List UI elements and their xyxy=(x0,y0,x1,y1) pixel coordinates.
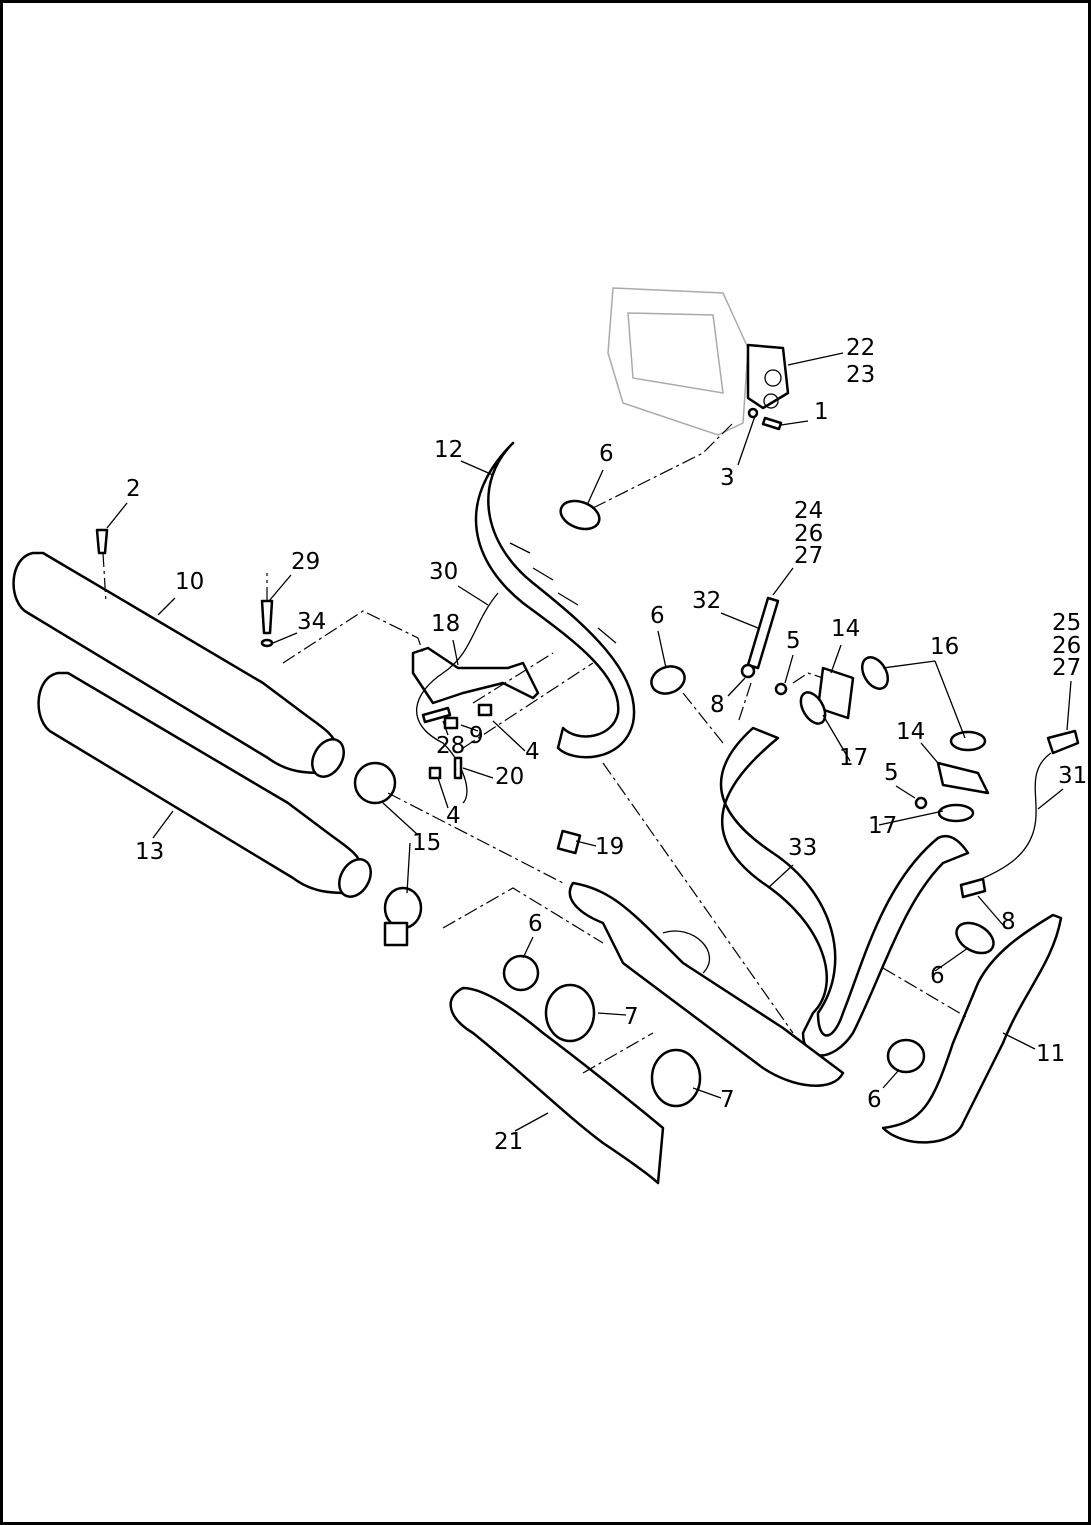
part-21-heat-shield xyxy=(449,986,665,1185)
callout-25: 25 xyxy=(1052,610,1081,636)
callout-19: 19 xyxy=(595,834,624,860)
part-5-screw xyxy=(774,682,928,810)
part-4-nut xyxy=(428,703,493,780)
part-14-flange xyxy=(816,666,990,795)
callout-27: 27 xyxy=(794,543,823,569)
callout-1: 1 xyxy=(814,399,829,425)
callout-26: 26 xyxy=(1052,633,1081,659)
callout-3: 3 xyxy=(720,465,735,491)
callout-6: 6 xyxy=(528,911,543,937)
exhaust-parts-diagram: 22 23 1 3 6 12 2 10 29 34 30 18 24 26 27… xyxy=(12,287,1087,1185)
part-15-clamp xyxy=(353,761,423,947)
callout-4: 4 xyxy=(446,803,461,829)
part-19-nut xyxy=(556,829,582,855)
callout-6: 6 xyxy=(599,441,614,467)
callout-27: 27 xyxy=(1052,655,1081,681)
part-20-pin xyxy=(453,756,463,780)
callout-17: 17 xyxy=(868,813,897,839)
part-13-muffler xyxy=(37,671,372,898)
part-7-clamp xyxy=(544,983,702,1108)
callout-22: 22 xyxy=(846,335,875,361)
callout-16: 16 xyxy=(930,634,959,660)
part-6-clamp xyxy=(502,499,995,1074)
callout-31: 31 xyxy=(1058,763,1087,789)
callout-26: 26 xyxy=(794,521,823,547)
engine-bracket-ghost xyxy=(607,287,749,436)
part-9-nut xyxy=(443,716,459,730)
callout-29: 29 xyxy=(291,549,320,575)
callout-28: 28 xyxy=(436,733,465,759)
part-12-heat-shield xyxy=(474,441,636,759)
callout-9: 9 xyxy=(469,723,484,749)
callout-2: 2 xyxy=(126,476,141,502)
leader-lines xyxy=(106,352,1072,1132)
callout-33: 33 xyxy=(788,835,817,861)
callout-4: 4 xyxy=(525,739,540,765)
callout-20: 20 xyxy=(495,764,524,790)
part-1-screw xyxy=(761,416,783,431)
part-29-bolt xyxy=(260,599,274,635)
callout-8: 8 xyxy=(710,692,725,718)
assembly-lines xyxy=(102,422,969,1074)
callout-6: 6 xyxy=(867,1087,882,1113)
part-30-wire xyxy=(415,592,499,804)
part-17-gasket xyxy=(799,691,975,823)
part-2-bolt xyxy=(95,528,109,555)
callout-12: 12 xyxy=(434,437,463,463)
callout-13: 13 xyxy=(135,839,164,865)
callout-8: 8 xyxy=(1001,909,1016,935)
part-28-bolt xyxy=(421,706,452,724)
part-33-headpipe xyxy=(568,726,970,1087)
callout-7: 7 xyxy=(624,1004,639,1030)
callout-10: 10 xyxy=(175,569,204,595)
callout-34: 34 xyxy=(297,609,326,635)
callout-5: 5 xyxy=(786,628,801,654)
part-32-o2-sensor xyxy=(740,596,780,679)
part-10-muffler xyxy=(12,551,345,778)
callout-23: 23 xyxy=(846,362,875,388)
callout-6: 6 xyxy=(930,963,945,989)
callout-5: 5 xyxy=(884,760,899,786)
callout-18: 18 xyxy=(431,611,460,637)
callout-17: 17 xyxy=(839,745,868,771)
callout-7: 7 xyxy=(720,1087,735,1113)
part-34-washer xyxy=(260,638,274,648)
callout-30: 30 xyxy=(429,559,458,585)
callout-14: 14 xyxy=(896,719,925,745)
callout-6: 6 xyxy=(650,603,665,629)
callouts: 22 23 1 3 6 12 2 10 29 34 30 18 24 26 27… xyxy=(126,335,1087,1155)
part-31-o2-sensor xyxy=(959,729,1080,899)
callout-21: 21 xyxy=(494,1129,523,1155)
part-22-sensor-housing xyxy=(746,343,790,410)
part-11-heat-shield xyxy=(881,913,1063,1144)
callout-11: 11 xyxy=(1036,1041,1065,1067)
callout-15: 15 xyxy=(412,830,441,856)
part-18-bracket xyxy=(411,646,540,705)
part-3-washer xyxy=(747,407,759,419)
callout-14: 14 xyxy=(831,616,860,642)
callout-32: 32 xyxy=(692,588,721,614)
callout-24: 24 xyxy=(794,498,823,524)
